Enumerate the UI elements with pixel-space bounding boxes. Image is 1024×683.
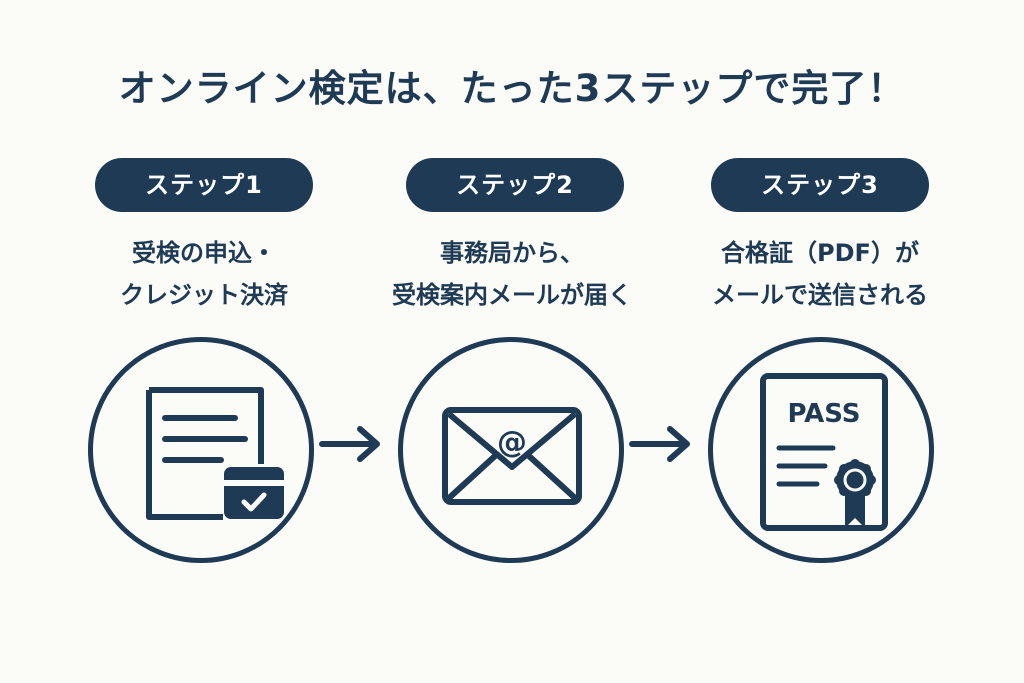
step-2-circle: @ — [398, 337, 624, 563]
step-3-line-1: 合格証（PDF）が — [721, 239, 919, 267]
step-2-badge-label: ステップ2 — [456, 171, 574, 199]
step-2-description: 事務局から、 受検案内メールが届く — [362, 232, 662, 316]
page-title: オンライン検定は、たった3ステップで完了！ — [118, 67, 906, 110]
ribbon-icon — [845, 492, 865, 528]
certificate-pass-text: PASS — [787, 399, 860, 429]
step-2-line-2: 受検案内メールが届く — [392, 281, 632, 309]
arrow-right-icon — [319, 426, 380, 462]
step-1-description: 受検の申込・ クレジット決済 — [54, 232, 354, 316]
step-3-circle: PASS — [708, 337, 934, 563]
step-1-circle — [88, 337, 314, 563]
arrow-right-icon — [629, 426, 690, 462]
step-3-line-2: メールで送信される — [712, 281, 928, 309]
step-1-line-1: 受検の申込・ — [132, 239, 276, 267]
step-3-badge: ステップ3 — [711, 158, 929, 212]
step-3-badge-label: ステップ3 — [761, 171, 879, 199]
step-1-line-2: クレジット決済 — [120, 281, 288, 309]
step-2-badge: ステップ2 — [406, 158, 624, 212]
email-envelope-icon: @ — [442, 407, 582, 505]
step-3-description: 合格証（PDF）が メールで送信される — [670, 232, 970, 316]
step-1-badge: ステップ1 — [95, 158, 313, 212]
seal-icon — [834, 459, 876, 501]
at-sign-icon: @ — [497, 425, 527, 460]
step-2-line-1: 事務局から、 — [440, 239, 584, 267]
certificate-icon: PASS — [760, 373, 888, 531]
step-1-badge-label: ステップ1 — [145, 171, 263, 199]
form-with-card-check-icon — [146, 387, 284, 520]
